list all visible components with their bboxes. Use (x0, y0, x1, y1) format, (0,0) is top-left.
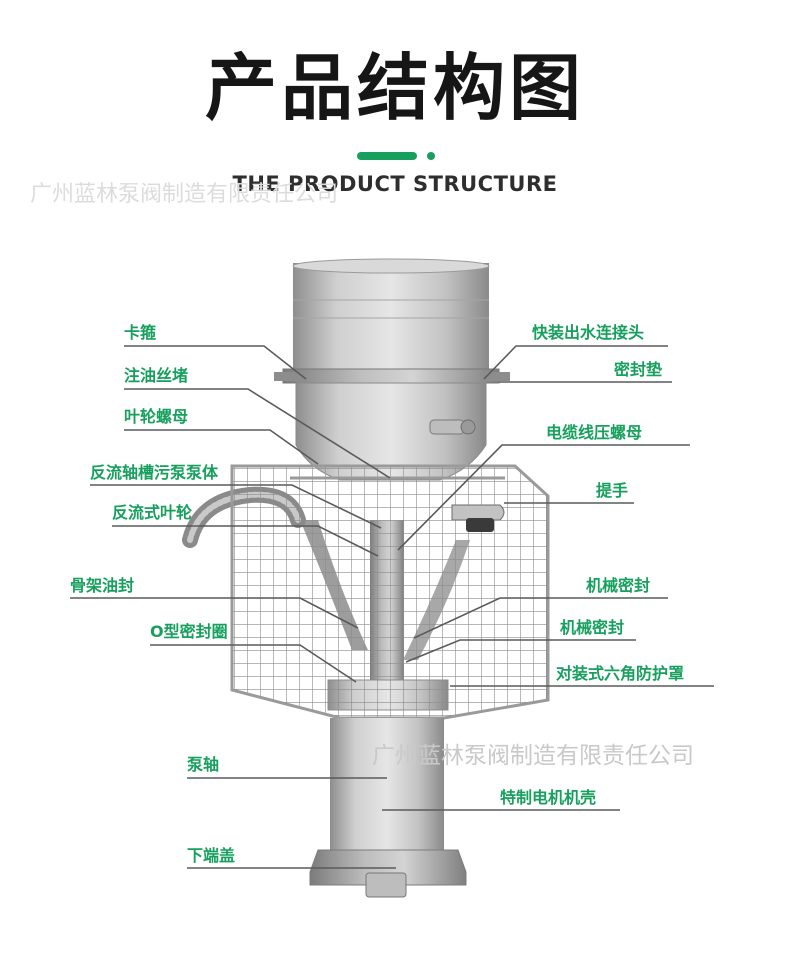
outlet-cylinder (293, 263, 489, 369)
clamp-band (282, 368, 500, 384)
label-hex-protective-cover: 对装式六角防护罩 (556, 664, 685, 683)
label-skeleton-seal: 骨架油封 (70, 576, 135, 595)
label-impeller: 反流式叶轮 (112, 503, 193, 522)
leader-impeller-nut (124, 429, 319, 465)
leader-skeleton-seal (70, 597, 359, 629)
label-cable-nut: 电缆线压螺母 (546, 423, 643, 442)
label-oil-plug: 注油丝堵 (124, 366, 189, 385)
leader-cable-nut (397, 444, 690, 551)
handle (451, 504, 505, 521)
title-accent-dot (427, 152, 435, 160)
leader-oil-plug (124, 388, 391, 479)
label-mechanical-seal-2: 机械密封 (560, 618, 625, 637)
leader-lines (70, 345, 714, 869)
label-quick-outlet-connector: 快装出水连接头 (532, 323, 645, 342)
label-impeller-nut: 叶轮螺母 (124, 407, 189, 426)
leader-mech-seal-2 (405, 639, 636, 663)
label-gasket: 密封垫 (614, 360, 663, 379)
watermark-bottom: 广州蓝林泵阀制造有限责任公司 (372, 743, 694, 769)
label-pump-body: 反流轴槽污泵泵体 (90, 463, 219, 482)
page-subtitle: THE PRODUCT STRUCTURE (232, 172, 558, 196)
leader-clamp (124, 345, 307, 380)
title-accent-bar (357, 152, 417, 160)
leader-mech-seal-1 (413, 597, 668, 639)
watermark-top: 广州蓝林泵阀制造有限责任公司 (30, 182, 339, 207)
leader-impeller (112, 525, 379, 557)
label-pump-shaft: 泵轴 (187, 755, 220, 774)
label-mechanical-seal-1: 机械密封 (586, 576, 651, 595)
label-clamp: 卡箍 (124, 323, 157, 342)
page-title: 产品结构图 (204, 46, 585, 130)
leader-o-ring (150, 644, 357, 683)
motor-housing (330, 718, 444, 860)
leader-pump-body (90, 484, 382, 529)
label-handle: 提手 (596, 481, 629, 500)
label-lower-end-cap: 下端盖 (187, 846, 236, 865)
label-motor-housing: 特制电机机壳 (500, 788, 597, 807)
label-o-ring: O型密封圈 (150, 622, 228, 641)
leader-quick-outlet (483, 345, 668, 380)
protective-cage (230, 464, 550, 720)
